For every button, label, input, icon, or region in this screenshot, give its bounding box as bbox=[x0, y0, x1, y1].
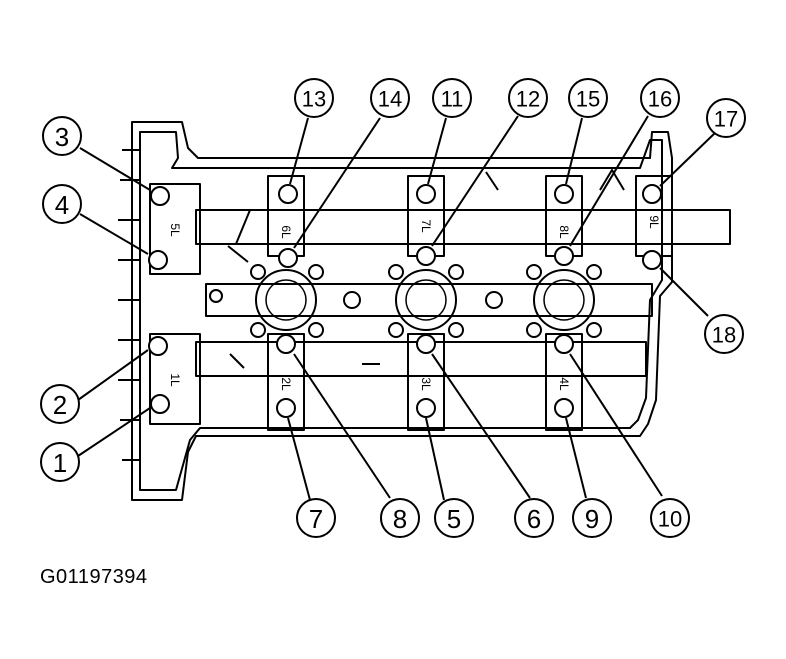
callout-12: 12 bbox=[516, 87, 540, 112]
callout-7: 7 bbox=[309, 504, 323, 534]
bolt-7 bbox=[276, 398, 296, 418]
callout-circle-5 bbox=[434, 498, 474, 538]
callout-circle-18 bbox=[704, 314, 744, 354]
cap-label-4L: 4L bbox=[557, 377, 571, 391]
bolt-17 bbox=[642, 184, 662, 204]
cap-label-6L: 6L bbox=[279, 225, 293, 239]
plug-boss-3 bbox=[533, 269, 595, 331]
cap-label-1L: 1L bbox=[168, 373, 182, 387]
bolt-8 bbox=[276, 334, 296, 354]
callout-9: 9 bbox=[585, 504, 599, 534]
bolt-11 bbox=[416, 184, 436, 204]
intake-camshaft bbox=[195, 209, 731, 245]
callout-circle-17 bbox=[706, 98, 746, 138]
figure-id: G01197394 bbox=[40, 566, 148, 588]
cap-label-7L: 7L bbox=[419, 219, 433, 233]
callout-numbers: 1 2 3 4 5 6 7 8 9 10 11 12 13 14 15 16 1… bbox=[53, 87, 738, 535]
callout-10: 10 bbox=[658, 507, 682, 532]
cap-1L bbox=[149, 333, 201, 425]
cap-5L bbox=[149, 183, 201, 275]
bolt-5 bbox=[416, 398, 436, 418]
cap-label-3L: 3L bbox=[419, 377, 433, 391]
callout-circle-10 bbox=[650, 498, 690, 538]
callout-18: 18 bbox=[712, 323, 736, 348]
cap-label-2L: 2L bbox=[279, 377, 293, 391]
callout-circle-6 bbox=[514, 498, 554, 538]
cap-labels: 1L 2L 3L 4L 5L 6L 7L 8L 9L bbox=[168, 215, 661, 391]
bolt-16 bbox=[554, 246, 574, 266]
callout-14: 14 bbox=[378, 87, 402, 112]
bolt-9 bbox=[554, 398, 574, 418]
bolt-14 bbox=[278, 248, 298, 268]
callout-circle-3 bbox=[42, 116, 82, 156]
bolt-15 bbox=[554, 184, 574, 204]
callout-circle-15 bbox=[568, 78, 608, 118]
callout-circle-9 bbox=[572, 498, 612, 538]
callout-16: 16 bbox=[648, 87, 672, 112]
callout-5: 5 bbox=[447, 504, 461, 534]
bolt-10 bbox=[554, 334, 574, 354]
center-rail bbox=[205, 283, 653, 317]
bolt-4 bbox=[148, 250, 168, 270]
callout-1: 1 bbox=[53, 448, 67, 478]
callout-15: 15 bbox=[576, 87, 600, 112]
plug-boss-1 bbox=[255, 269, 317, 331]
bolts bbox=[148, 184, 662, 418]
callout-circle-12 bbox=[508, 78, 548, 118]
callout-circle-16 bbox=[640, 78, 680, 118]
cap-label-9L: 9L bbox=[647, 215, 661, 229]
callout-2: 2 bbox=[53, 390, 67, 420]
callout-circle-14 bbox=[370, 78, 410, 118]
leader-lines bbox=[77, 115, 717, 501]
callout-8: 8 bbox=[393, 504, 407, 534]
cap-label-8L: 8L bbox=[557, 225, 571, 239]
bolt-6 bbox=[416, 334, 436, 354]
callout-4: 4 bbox=[55, 190, 69, 220]
head-outline bbox=[131, 121, 673, 501]
callout-circle-2 bbox=[40, 384, 80, 424]
callout-17: 17 bbox=[714, 107, 738, 132]
callout-circle-11 bbox=[432, 78, 472, 118]
callout-circle-13 bbox=[294, 78, 334, 118]
plug-boss-2 bbox=[395, 269, 457, 331]
bolt-3 bbox=[150, 186, 170, 206]
bolt-2 bbox=[148, 336, 168, 356]
callout-circle-4 bbox=[42, 184, 82, 224]
callout-3: 3 bbox=[55, 122, 69, 152]
bolt-18 bbox=[642, 250, 662, 270]
callout-circle-7 bbox=[296, 498, 336, 538]
callout-11: 11 bbox=[441, 87, 464, 112]
bolt-12 bbox=[416, 246, 436, 266]
callout-13: 13 bbox=[302, 87, 326, 112]
head-inner-outline bbox=[139, 131, 663, 491]
cap-label-5L: 5L bbox=[168, 223, 182, 237]
bolt-13 bbox=[278, 184, 298, 204]
callout-6: 6 bbox=[527, 504, 541, 534]
callout-circle-8 bbox=[380, 498, 420, 538]
callouts bbox=[40, 78, 746, 538]
callout-circle-1 bbox=[40, 442, 80, 482]
bolt-1 bbox=[150, 394, 170, 414]
